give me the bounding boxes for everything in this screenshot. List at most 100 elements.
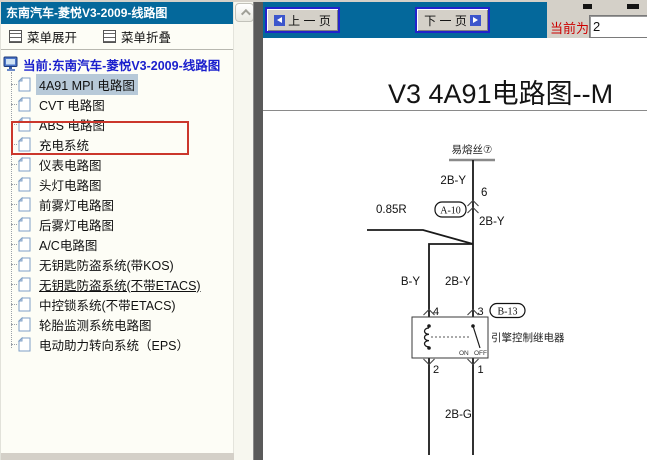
document-icon xyxy=(18,316,31,331)
diagram-panel: 上 一 页 下 一 页 当前为 V3 4A91电路图--M 易熔丝⑦ xyxy=(263,0,647,460)
tree-item-list: 4A91 MPI 电路图 CVT 电路图 ABS 电路图 充电系统 仪表电路图 xyxy=(1,73,234,354)
diagram-title: V3 4A91电路图--M xyxy=(388,79,614,109)
tree-item-front-fog[interactable]: 前雾灯电路图 xyxy=(1,194,234,214)
document-icon xyxy=(18,176,31,191)
relay-name-label: 引擎控制继电器 xyxy=(491,331,565,344)
next-page-label: 下 一 页 xyxy=(424,13,467,28)
pin-number: 1 xyxy=(478,364,484,376)
diagram-tree: 当前:东南汽车-菱悦V3-2009-线路图 4A91 MPI 电路图 CVT 电… xyxy=(1,50,234,354)
switch-on-label: ON xyxy=(459,350,469,357)
pin-number: 6 xyxy=(481,187,487,199)
relay-switch xyxy=(472,325,481,349)
connector-b13-box xyxy=(489,302,526,319)
document-icon xyxy=(18,256,31,271)
page-toolbar: 上 一 页 下 一 页 当前为 xyxy=(263,0,647,42)
diagram-area: V3 4A91电路图--M 易熔丝⑦ xyxy=(263,38,647,460)
connector-label: B-13 xyxy=(498,307,518,318)
tree-item-keyless-no-etacs[interactable]: 无钥匙防盗系统(不带ETACS) xyxy=(1,274,234,294)
tree-item-label: 无钥匙防盗系统(不带ETACS) xyxy=(39,278,201,293)
menu-list-icon xyxy=(9,30,22,43)
tree-item-label: 中控锁系统(不带ETACS) xyxy=(39,298,176,313)
document-icon xyxy=(18,136,31,151)
switch-off-label: OFF xyxy=(474,350,487,357)
tree-item-4a91-mpi[interactable]: 4A91 MPI 电路图 xyxy=(1,73,234,95)
divider xyxy=(1,49,234,50)
fuse-label: 易熔丝⑦ xyxy=(452,143,493,156)
document-icon xyxy=(18,336,31,351)
next-page-button[interactable]: 下 一 页 xyxy=(415,7,490,33)
wire-label: 2B-Y xyxy=(440,175,466,187)
document-icon xyxy=(18,216,31,231)
tree-item-charging[interactable]: 充电系统 xyxy=(1,134,234,154)
tree-item-abs[interactable]: ABS 电路图 xyxy=(1,114,234,134)
computer-icon xyxy=(3,56,18,71)
relay-coil xyxy=(423,327,430,348)
tree-item-ac[interactable]: A/C电路图 xyxy=(1,234,234,254)
tree-item-label: ABS 电路图 xyxy=(39,118,105,133)
current-page-input[interactable] xyxy=(589,15,647,38)
window-top-border xyxy=(0,0,647,2)
tree-item-label: 前雾灯电路图 xyxy=(39,198,115,213)
tree-item-label: 4A91 MPI 电路图 xyxy=(36,73,138,95)
menu-list-icon xyxy=(103,30,117,43)
left-arrow-icon xyxy=(274,14,286,26)
tree-item-tpms[interactable]: 轮胎监测系统电路图 xyxy=(1,314,234,334)
tree-item-headlamp[interactable]: 头灯电路图 xyxy=(1,174,234,194)
wiring-diagram: 易熔丝⑦ 2B-Y 6 xyxy=(367,143,565,455)
document-icon xyxy=(18,196,31,211)
menu-expand-button[interactable]: 菜单展开 xyxy=(9,27,77,46)
window-bottom-border xyxy=(1,453,234,460)
current-page-label: 当前为 xyxy=(550,21,590,36)
document-icon xyxy=(18,116,31,131)
document-icon xyxy=(18,76,31,91)
menu-collapse-label: 菜单折叠 xyxy=(121,31,172,45)
relay-box xyxy=(411,316,489,359)
wire-label: 2B-G xyxy=(445,409,472,421)
document-icon xyxy=(18,156,31,171)
tree-item-label: 后雾灯电路图 xyxy=(39,218,115,233)
tree-item-label: CVT 电路图 xyxy=(39,98,105,113)
document-icon xyxy=(18,296,31,311)
tree-item-label: 仪表电路图 xyxy=(39,158,102,173)
tree-item-label: A/C电路图 xyxy=(39,238,98,253)
current-page-zone: 当前为 xyxy=(547,2,647,42)
document-icon xyxy=(18,96,31,111)
tree-item-keyless-kos[interactable]: 无钥匙防盗系统(带KOS) xyxy=(1,254,234,274)
wire-label: 0.85R xyxy=(376,204,407,216)
tree-item-instrument[interactable]: 仪表电路图 xyxy=(1,154,234,174)
tree-guide-line xyxy=(11,72,12,348)
connector-a10-box xyxy=(434,201,467,218)
tree-item-rear-fog[interactable]: 后雾灯电路图 xyxy=(1,214,234,234)
menu-expand-label: 菜单展开 xyxy=(27,31,78,45)
tree-root-label: 当前:东南汽车-菱悦V3-2009-线路图 xyxy=(23,58,221,73)
prev-page-button[interactable]: 上 一 页 xyxy=(265,7,340,33)
pin-number: 4 xyxy=(433,306,439,318)
title-rule xyxy=(263,110,647,111)
tree-item-eps[interactable]: 电动助力转向系统（EPS） xyxy=(1,334,234,354)
connector-label: A-10 xyxy=(440,206,461,217)
scroll-up-button[interactable] xyxy=(235,3,254,22)
wire-label: 2B-Y xyxy=(445,276,471,288)
tree-item-label: 无钥匙防盗系统(带KOS) xyxy=(39,258,174,273)
tree-root-node[interactable]: 当前:东南汽车-菱悦V3-2009-线路图 xyxy=(1,54,234,74)
menu-row: 菜单展开 菜单折叠 xyxy=(1,24,234,49)
pin-number: 3 xyxy=(478,306,484,318)
pin-number: 2 xyxy=(433,364,439,376)
wire-label: 2B-Y xyxy=(479,216,505,228)
tree-item-label: 轮胎监测系统电路图 xyxy=(39,318,152,333)
wire-label: B-Y xyxy=(401,276,421,288)
sidebar: 东南汽车-菱悦V3-2009-线路图 菜单展开 菜单折叠 当前:东南汽车-菱悦V xyxy=(0,0,234,460)
tree-item-label: 头灯电路图 xyxy=(39,178,102,193)
menu-collapse-button[interactable]: 菜单折叠 xyxy=(103,27,171,46)
tree-item-cvt[interactable]: CVT 电路图 xyxy=(1,94,234,114)
tree-item-label: 电动助力转向系统（EPS） xyxy=(39,338,190,353)
right-arrow-icon xyxy=(469,14,481,26)
panel-splitter[interactable] xyxy=(253,0,264,460)
tree-item-central-lock[interactable]: 中控锁系统(不带ETACS) xyxy=(1,294,234,314)
sidebar-title: 东南汽车-菱悦V3-2009-线路图 xyxy=(1,2,234,24)
document-icon xyxy=(18,276,31,291)
tree-item-label: 充电系统 xyxy=(39,138,90,153)
sidebar-scrollbar[interactable] xyxy=(233,0,254,460)
document-icon xyxy=(18,236,31,251)
